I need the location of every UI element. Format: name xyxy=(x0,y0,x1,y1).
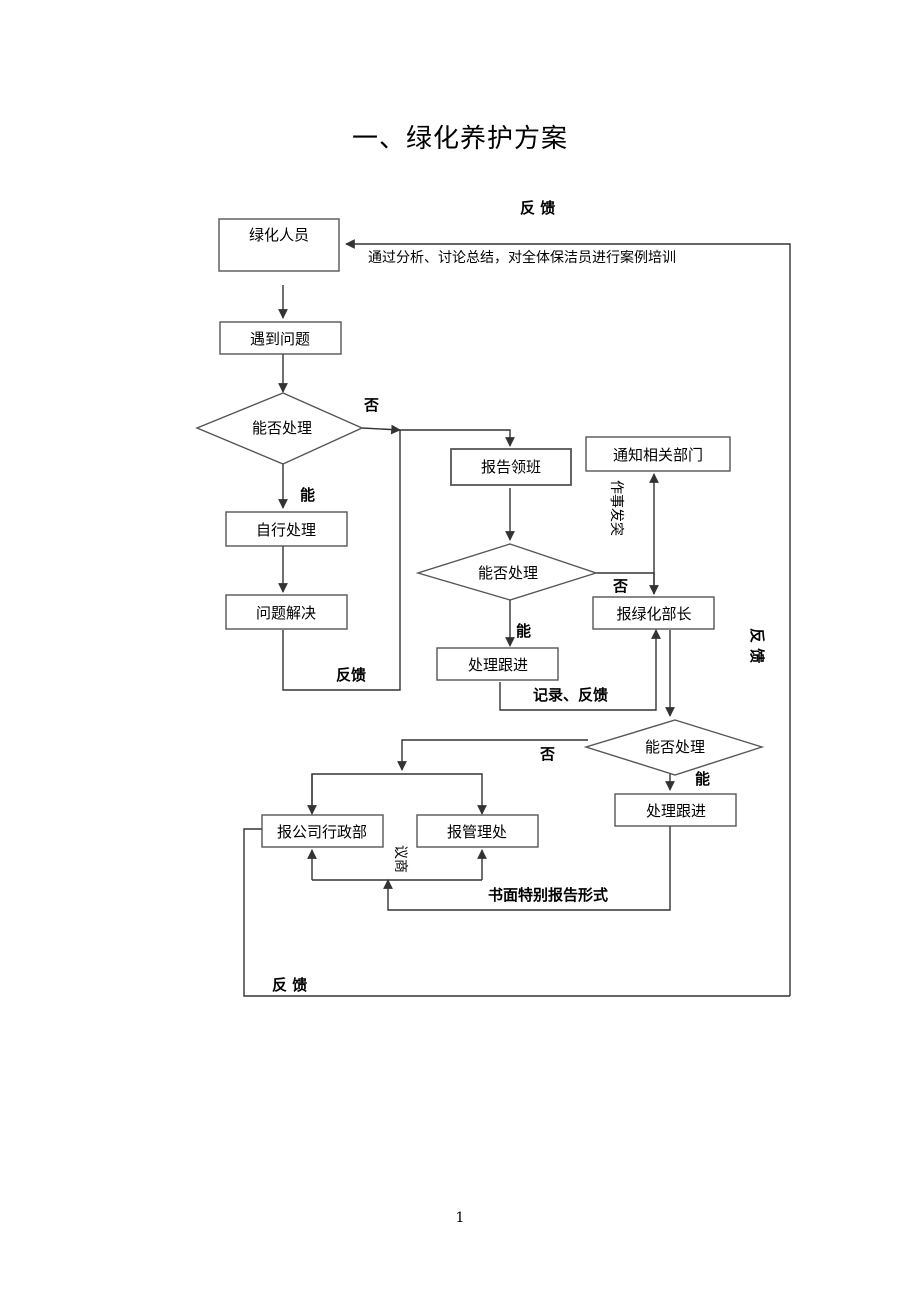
label-yes-1: 能 xyxy=(300,486,315,504)
node-staff-label: 绿化人员 xyxy=(249,226,309,244)
node-report-mgmt-label: 报管理处 xyxy=(447,823,507,841)
node-resolved: 问题解决 xyxy=(225,594,348,630)
node-report-lead-label: 报告领班 xyxy=(481,458,541,476)
node-self-handle: 自行处理 xyxy=(225,511,348,547)
label-feedback-bottom: 反 馈 xyxy=(272,976,307,994)
node-follow-up-2: 处理跟进 xyxy=(614,793,737,827)
node-report-admin-label: 报公司行政部 xyxy=(277,823,367,841)
decision-can-handle-2: 能否处理 xyxy=(415,543,599,601)
connectors xyxy=(243,239,791,997)
label-yes-2: 能 xyxy=(516,622,531,640)
label-vertical-note: 作事发突 xyxy=(608,480,624,536)
label-feedback-mid: 反馈 xyxy=(336,666,366,684)
node-self-handle-label: 自行处理 xyxy=(256,521,316,539)
page-number: 1 xyxy=(455,1210,465,1226)
label-feedback-top: 反 馈 xyxy=(520,199,555,217)
page-title: 一、绿化养护方案 xyxy=(351,124,568,154)
decision-can-handle-3-label: 能否处理 xyxy=(645,738,705,756)
node-follow-up-2-label: 处理跟进 xyxy=(646,802,706,820)
label-feedback-right: 反 馈 xyxy=(748,628,766,663)
node-report-mgmt: 报管理处 xyxy=(416,814,539,848)
node-report-chief: 报绿化部长 xyxy=(592,596,715,630)
label-negotiate: 议商 xyxy=(392,845,408,873)
decision-can-handle-1-label: 能否处理 xyxy=(252,419,312,437)
label-no-1: 否 xyxy=(363,396,379,414)
node-report-chief-label: 报绿化部长 xyxy=(616,605,691,623)
decision-can-handle-3: 能否处理 xyxy=(583,719,765,776)
label-record-feedback: 记录、反馈 xyxy=(533,686,608,704)
node-staff: 绿化人员 xyxy=(218,218,340,272)
node-problem-label: 遇到问题 xyxy=(250,330,310,348)
node-follow-up-1-label: 处理跟进 xyxy=(468,656,528,674)
decision-can-handle-2-label: 能否处理 xyxy=(478,564,538,582)
label-yes-3: 能 xyxy=(695,770,710,788)
node-notify-dept: 通知相关部门 xyxy=(585,436,731,472)
node-problem: 遇到问题 xyxy=(219,321,342,355)
node-report-lead: 报告领班 xyxy=(450,448,572,486)
label-no-2: 否 xyxy=(612,577,628,595)
label-written-report: 书面特别报告形式 xyxy=(488,886,608,904)
label-training: 通过分析、讨论总结，对全体保洁员进行案例培训 xyxy=(368,249,676,266)
node-report-admin: 报公司行政部 xyxy=(261,814,384,848)
node-follow-up-1: 处理跟进 xyxy=(436,647,559,681)
node-notify-dept-label: 通知相关部门 xyxy=(613,446,703,464)
node-resolved-label: 问题解决 xyxy=(256,604,316,622)
decision-can-handle-1: 能否处理 xyxy=(195,392,364,465)
label-no-3: 否 xyxy=(539,745,555,763)
